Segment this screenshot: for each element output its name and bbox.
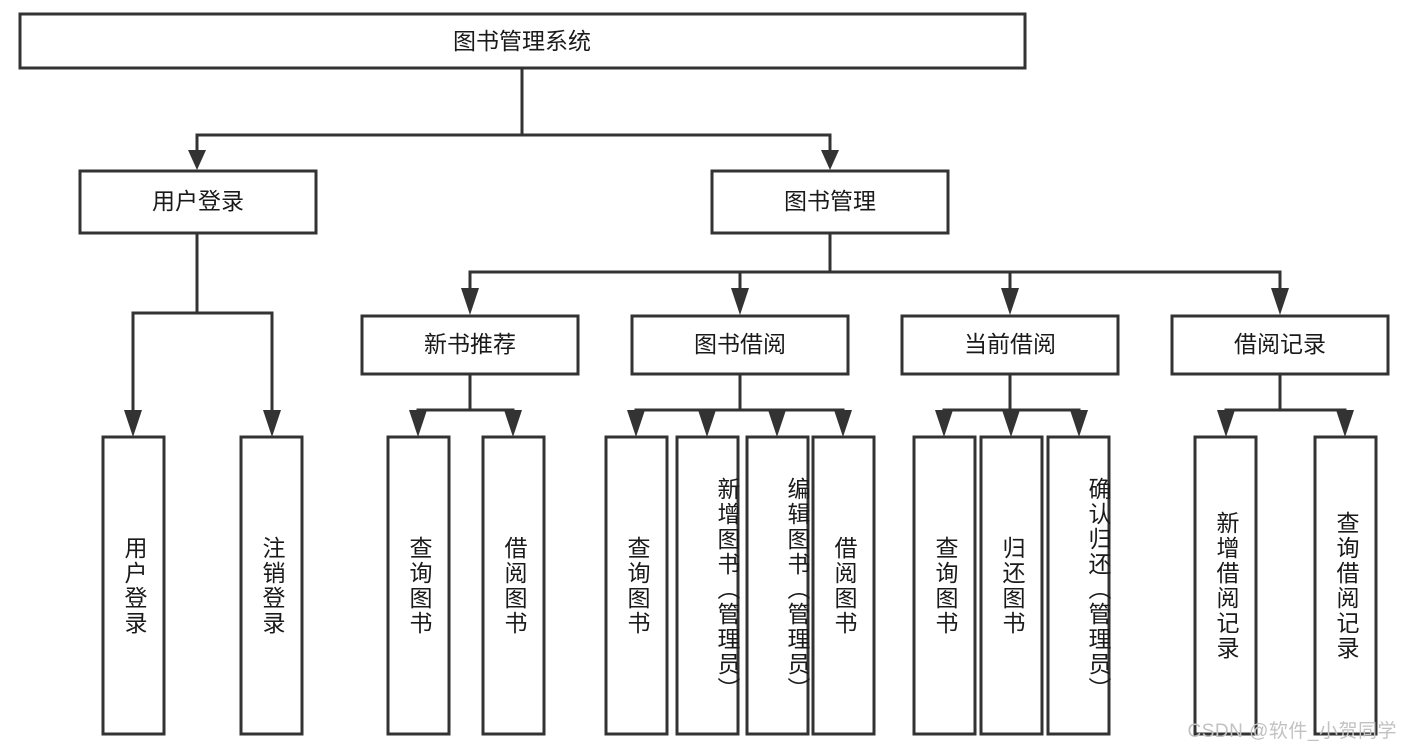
node-box-book-borrow[interactable]	[630, 314, 850, 376]
arrowhead-cb-query-book	[935, 410, 953, 437]
arrowhead-borrow-record	[1271, 288, 1289, 315]
leaf-box-add-borrow-record[interactable]	[1193, 435, 1258, 736]
arrowhead-cb-confirm-return	[1070, 410, 1088, 437]
arrowhead-nb-borrow-book	[504, 410, 522, 437]
leaf-box-borrow-book[interactable]	[811, 435, 876, 736]
arrowhead-bb-query-book	[627, 410, 645, 437]
csdn-watermark: CSDN @软件_小贺同学	[1187, 721, 1397, 742]
arrowhead-to-bookmgmt	[821, 150, 839, 170]
node-box-new-book-recommend[interactable]	[360, 314, 580, 376]
leaf-box-borrow-book-recommend[interactable]	[481, 435, 546, 736]
leaf-box-user-login[interactable]	[101, 435, 166, 736]
arrowhead-current-borrow	[1001, 288, 1019, 315]
node-label-book-borrow: 图书借阅	[694, 331, 786, 357]
arrowhead-to-login	[188, 150, 206, 170]
arrowhead-br-add-record	[1217, 410, 1235, 437]
leaf-box-return-book[interactable]	[979, 435, 1044, 736]
node-label-borrow-record: 借阅记录	[1234, 331, 1326, 357]
arrowhead-user-logout	[263, 410, 281, 437]
node-label-current-borrow: 当前借阅	[964, 331, 1056, 357]
node-box-current-borrow[interactable]	[900, 314, 1120, 376]
node-label-user-login: 用户登录	[152, 188, 244, 214]
connector-group-root	[188, 66, 839, 170]
leaf-box-query-book-borrow[interactable]	[604, 435, 669, 736]
leaf-box-query-book-recommend[interactable]	[386, 435, 451, 736]
leaf-box-confirm-return-admin[interactable]	[1046, 435, 1111, 736]
leaf-box-edit-book-admin[interactable]	[745, 435, 810, 736]
node-label-book-management: 图书管理	[784, 188, 876, 214]
connector-group-bookmgmt	[461, 231, 1289, 315]
arrowhead-bb-borrow-book	[834, 410, 852, 437]
arrowhead-book-borrow	[731, 288, 749, 315]
node-box-root[interactable]	[18, 12, 1027, 70]
node-label-new-book-recommend: 新书推荐	[424, 331, 516, 357]
connector-group-borrowrecord	[1217, 373, 1354, 437]
connector-group-newbook	[409, 373, 522, 437]
node-box-user-login[interactable]	[78, 169, 318, 235]
connector-group-bookborrow	[627, 373, 852, 437]
node-label-root: 图书管理系统	[453, 28, 591, 54]
arrowhead-cb-return-book	[1002, 410, 1020, 437]
connector-group-login	[124, 231, 281, 437]
arrowhead-br-query-record	[1336, 410, 1354, 437]
arrowhead-new-book-rec	[461, 288, 479, 315]
leaf-box-add-book-admin[interactable]	[675, 435, 740, 736]
leaf-box-user-logout[interactable]	[239, 435, 304, 736]
arrowhead-bb-edit-book	[768, 410, 786, 437]
arrowhead-bb-add-book	[698, 410, 716, 437]
connector-group-currentborrow	[935, 373, 1088, 437]
arrowhead-user-login	[124, 410, 142, 437]
node-box-book-management[interactable]	[710, 169, 950, 235]
node-box-borrow-record[interactable]	[1170, 314, 1390, 376]
leaf-box-query-borrow-record[interactable]	[1313, 435, 1378, 736]
leaf-box-query-book-current[interactable]	[912, 435, 977, 736]
arrowhead-nb-query-book	[409, 410, 427, 437]
